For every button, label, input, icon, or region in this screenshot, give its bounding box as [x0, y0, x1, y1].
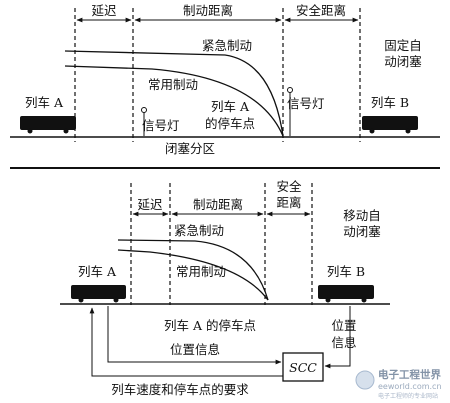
train-b-label: 列车 B [371, 95, 409, 110]
watermark-url: eeworld.com.cn [378, 382, 442, 391]
section-dividers [74, 8, 361, 142]
position-info-label: 位置信息 [170, 342, 220, 357]
emergency-braking-curve [117, 239, 269, 301]
braking-distance-label: 制动距离 [193, 197, 243, 212]
requirement-label: 列车速度和停车点的要求 [111, 382, 249, 397]
train-a-label: 列车 A [78, 264, 117, 279]
scc-to-train-a-arrow [89, 307, 283, 377]
signal-right [287, 87, 293, 136]
logo-mark-icon [355, 370, 375, 390]
watermark-sub: 电子工程师的专业网站 [378, 392, 438, 400]
watermark-logo: 电子工程世界 eeworld.com.cn 电子工程师的专业网站 [355, 368, 442, 400]
stop-point-label-line2: 的停车点 [205, 116, 255, 131]
emergency-braking-label: 紧急制动 [174, 223, 224, 238]
safety-distance-label-line2: 距离 [276, 195, 301, 210]
signal-left-label: 信号灯 [142, 118, 180, 133]
service-braking-curve [117, 249, 269, 301]
mode-label-line1: 固定自 [384, 38, 422, 53]
braking-distance-label: 制动距离 [183, 3, 233, 18]
train-a-to-scc-arrow [107, 306, 282, 365]
position-info-right-line2: 信息 [331, 335, 356, 350]
signal-right-label: 信号灯 [287, 96, 325, 111]
block-section-label: 闭塞分区 [165, 141, 215, 156]
train-b [362, 116, 418, 134]
service-braking-curve [64, 65, 284, 137]
train-a-label: 列车 A [25, 95, 64, 110]
service-braking-label: 常用制动 [176, 264, 226, 279]
fixed-block-panel: 延迟 制动距离 安全距离 固定自 动闭塞 紧急制动 常用制动 列车 A 列车 B [10, 3, 440, 156]
mode-label-line1: 移动自 [343, 208, 381, 223]
delay-label: 延迟 [91, 3, 117, 18]
train-a [71, 285, 126, 303]
delay-label: 延迟 [137, 197, 163, 212]
mode-label-line2: 动闭塞 [343, 224, 381, 239]
section-dividers [130, 183, 313, 305]
train-a [20, 116, 76, 134]
braking-curves [117, 239, 269, 301]
safety-distance-label-line1: 安全 [276, 179, 302, 194]
stop-point-label-line1: 列车 A [211, 99, 250, 114]
scc-box [282, 352, 324, 382]
signal-left [141, 107, 147, 136]
train-b-to-scc-arrow [324, 306, 351, 369]
communication-links [89, 306, 351, 377]
train-b [318, 285, 374, 303]
scc-label: SCC [289, 360, 317, 375]
position-info-right-line1: 位置 [331, 318, 356, 333]
emergency-braking-curve [64, 50, 284, 137]
train-b-label: 列车 B [327, 264, 365, 279]
moving-block-panel: 延迟 制动距离 安全 距离 移动自 动闭塞 紧急制动 常用制动 列车 A 列车 … [60, 179, 390, 397]
emergency-braking-label: 紧急制动 [202, 38, 252, 53]
service-braking-label: 常用制动 [148, 77, 198, 92]
braking-curves [64, 50, 284, 137]
safety-distance-label: 安全距离 [296, 3, 346, 18]
watermark-title: 电子工程世界 [378, 368, 441, 381]
stop-point-label: 列车 A 的停车点 [164, 318, 256, 333]
mode-label-line2: 动闭塞 [384, 54, 422, 69]
